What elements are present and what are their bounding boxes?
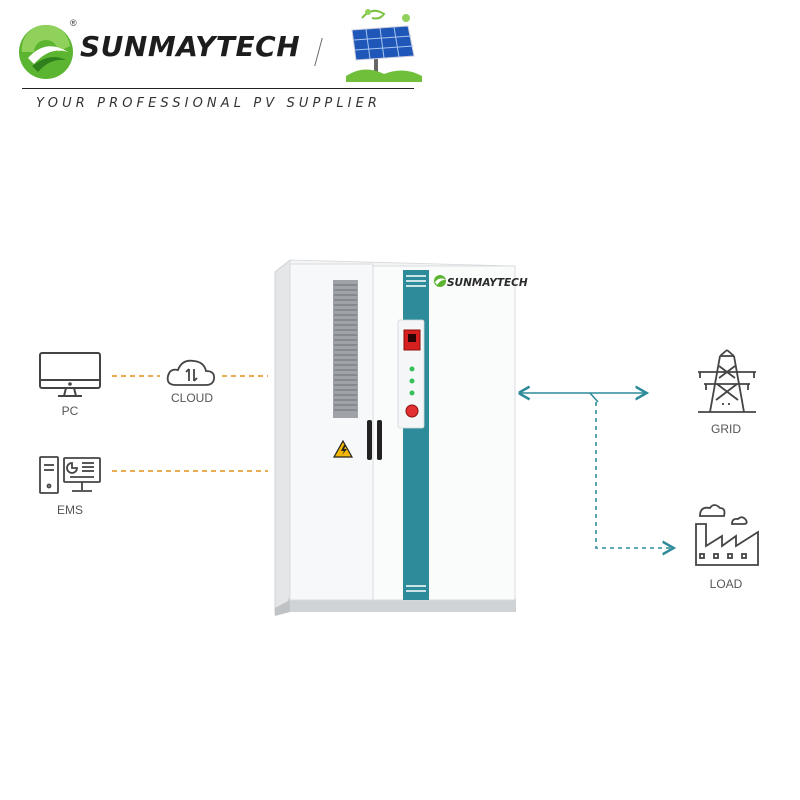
indicator-light-1 [409, 366, 415, 372]
ems-label: EMS [56, 503, 83, 517]
cloud-label: CLOUD [170, 391, 213, 405]
cabinet-vent [333, 280, 358, 418]
pc-label: PC [61, 404, 79, 418]
ems-computer-icon [39, 456, 101, 494]
comm-lines [112, 375, 268, 472]
power-tower-icon [698, 349, 756, 413]
brand-name: SUNMAYTECH [80, 30, 301, 63]
indicator-light-2 [409, 378, 415, 384]
door-handle-left [367, 420, 372, 460]
solar-panel-icon [346, 9, 422, 82]
tagline: YOUR PROFESSIONAL PV SUPPLIER [36, 96, 382, 111]
indicator-light-3 [409, 390, 415, 396]
emergency-stop-button [405, 404, 419, 418]
grid-label: GRID [711, 422, 741, 436]
factory-icon [695, 504, 759, 566]
warning-icon [332, 439, 354, 458]
cabinet-brand-name: SUNMAYTECH [447, 277, 528, 289]
grid-switch [589, 392, 599, 403]
teal-stripe [403, 270, 429, 600]
power-lines [520, 393, 672, 548]
header-rule [22, 88, 414, 89]
registered-mark: ® [70, 18, 77, 28]
cloud-sync-icon [166, 359, 215, 386]
monitor-icon [39, 352, 101, 397]
cabinet-logo-icon [434, 275, 446, 287]
door-handle-right [377, 420, 382, 460]
switch-load-link [595, 402, 672, 548]
header: ® SUNMAYTECH YOUR PROFESSIONAL PV SUPPLI… [0, 0, 800, 120]
sunmaytech-logo-icon [19, 24, 73, 79]
energy-storage-cabinet [274, 258, 516, 616]
load-label: LOAD [709, 577, 743, 591]
